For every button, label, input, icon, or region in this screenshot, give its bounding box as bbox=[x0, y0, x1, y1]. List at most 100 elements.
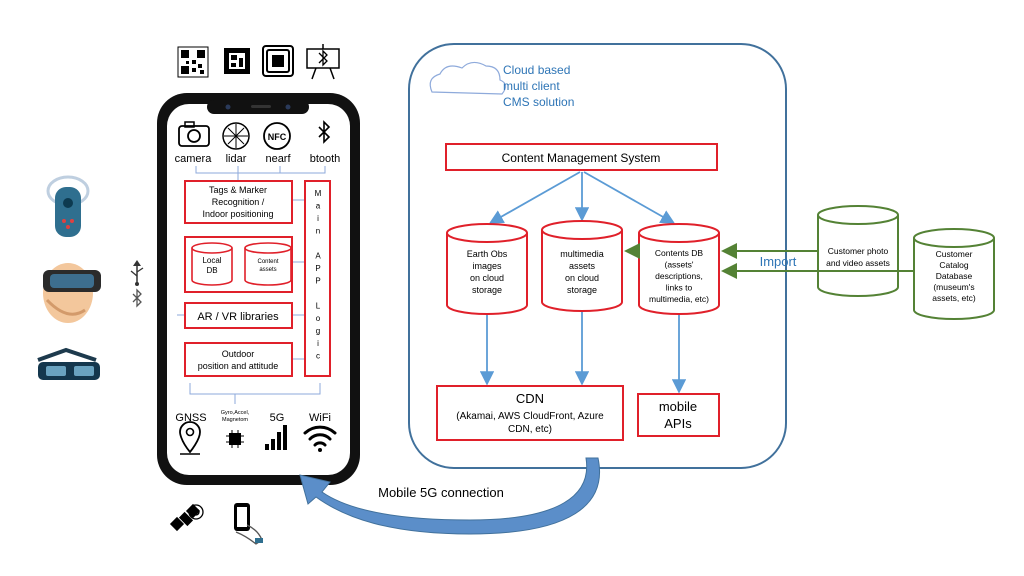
cms-arrows bbox=[479, 171, 687, 394]
mobile-apis-line: mobile bbox=[659, 399, 697, 414]
connectivity-labels: GNSS 5G WiFi bbox=[175, 412, 331, 424]
main-app-logic-letter: A bbox=[315, 252, 321, 261]
sensor-labels: camera lidar nearf btooth bbox=[175, 153, 341, 165]
tags-recognition-box bbox=[184, 180, 293, 224]
main-app-logic-letter: n bbox=[316, 227, 320, 236]
content-assets-cylinder bbox=[244, 242, 292, 286]
main-app-logic-letter: P bbox=[315, 264, 320, 273]
main-app-logic-letter: g bbox=[316, 327, 320, 336]
mobile-5g-label: Mobile 5G connection bbox=[378, 485, 504, 500]
contents-db-line: Contents DB bbox=[655, 248, 704, 258]
customer-photo-label: Customer photo and video assets bbox=[826, 246, 890, 268]
ar-vr-box bbox=[184, 302, 293, 329]
cloud-title-line: Cloud based bbox=[503, 63, 570, 77]
earth-obs-line: storage bbox=[472, 285, 502, 295]
tags-line: Indoor positioning bbox=[202, 209, 273, 219]
contents-db-label: Contents DB(assets'descriptions,links to… bbox=[649, 248, 709, 304]
contents-db-line: (assets' bbox=[664, 260, 693, 270]
usb-icon bbox=[130, 260, 144, 286]
contents-db-line: multimedia, etc) bbox=[649, 294, 709, 304]
main-app-logic-letter: c bbox=[316, 352, 320, 361]
import-arrows bbox=[721, 243, 914, 279]
smart-glasses-icon bbox=[37, 347, 100, 380]
gnss-pin-icon bbox=[179, 421, 201, 455]
multimedia-storage bbox=[541, 220, 623, 312]
hand-holding-phone-icon bbox=[234, 503, 263, 545]
outdoor-line: Outdoor bbox=[222, 349, 255, 359]
connectivity-label: WiFi bbox=[309, 412, 331, 424]
customer-catalog-line: (museum's bbox=[933, 282, 974, 292]
bluetooth-small-icon bbox=[132, 288, 142, 308]
connectivity-label: GNSS bbox=[175, 412, 206, 424]
imu-label: Gyro,Accel,Magnetom bbox=[221, 410, 250, 423]
vr-headset-user-icon bbox=[43, 263, 101, 323]
contents-db-line: links to bbox=[666, 283, 693, 293]
wifi-icon bbox=[303, 425, 337, 452]
assets-line: Content bbox=[257, 259, 278, 265]
outdoor-line: position and attitude bbox=[198, 361, 279, 371]
earth-obs-line: images bbox=[472, 261, 502, 271]
bluetooth-beacon-icon bbox=[306, 44, 340, 80]
qr-code-icon bbox=[177, 46, 209, 78]
earth-obs-label: Earth Obs images on cloud storage bbox=[467, 249, 508, 295]
import-label: Import bbox=[760, 254, 797, 269]
multimedia-line: assets bbox=[569, 261, 596, 271]
cdn-detail-line: (Akamai, AWS CloudFront, Azure bbox=[456, 411, 604, 422]
outdoor-position-box bbox=[184, 342, 293, 377]
assets-line: assets bbox=[259, 267, 276, 273]
fiducial-marker-icon bbox=[224, 48, 250, 74]
earth-obs-line: Earth Obs bbox=[467, 249, 508, 259]
main-app-logic-letter: i bbox=[317, 339, 319, 348]
cdn-detail-line: CDN, etc) bbox=[508, 424, 552, 435]
customer-photo-line: Customer photo bbox=[828, 246, 889, 256]
main-app-logic-letter: o bbox=[316, 314, 321, 323]
contents-db bbox=[638, 223, 720, 315]
main-app-logic-box bbox=[304, 180, 331, 377]
cdn-title: CDN bbox=[516, 391, 544, 406]
customer-catalog-line: Database bbox=[936, 271, 973, 281]
local-db-line: DB bbox=[206, 266, 217, 275]
tags-line: Tags & Marker bbox=[209, 185, 267, 195]
cloud-title-line: multi client bbox=[503, 79, 560, 93]
mobile-5g-connection-arrow bbox=[299, 457, 600, 535]
satellite-icon bbox=[169, 503, 204, 532]
customer-catalog-db bbox=[913, 228, 995, 320]
main-app-logic-letter: M bbox=[315, 189, 322, 198]
nfc-badge-text: NFC bbox=[268, 132, 287, 142]
cdn-box bbox=[436, 385, 624, 441]
cloud-title-line: CMS solution bbox=[503, 95, 574, 109]
sensor-label: nearf bbox=[265, 153, 291, 165]
main-app-logic-letter: i bbox=[317, 214, 319, 223]
customer-catalog-line: assets, etc) bbox=[932, 293, 976, 303]
5g-signal-icon bbox=[265, 425, 287, 450]
cloud-icon bbox=[429, 61, 507, 95]
ar-vr-label: AR / VR libraries bbox=[197, 311, 279, 323]
customer-catalog-line: Customer bbox=[936, 249, 973, 259]
cms-box bbox=[445, 143, 718, 171]
customer-photo-db bbox=[817, 205, 899, 297]
rfid-tag-icon bbox=[262, 45, 294, 77]
multimedia-line: storage bbox=[567, 285, 597, 295]
bluetooth-icon bbox=[318, 120, 331, 144]
imu-chip-icon bbox=[226, 430, 244, 448]
imu-line: Gyro,Accel, bbox=[221, 410, 250, 416]
connectivity-label: 5G bbox=[270, 412, 285, 424]
mobile-apis-box bbox=[637, 393, 720, 437]
vr-controller-icon bbox=[46, 175, 90, 237]
content-assets-label: Content assets bbox=[257, 259, 278, 273]
sensor-label: btooth bbox=[310, 153, 341, 165]
sensor-label: lidar bbox=[226, 153, 247, 165]
customer-photo-line: and video assets bbox=[826, 258, 890, 268]
sensor-label: camera bbox=[175, 153, 213, 165]
lidar-icon bbox=[222, 122, 250, 150]
customer-catalog-line: Catalog bbox=[939, 260, 969, 270]
earth-obs-line: on cloud bbox=[470, 273, 504, 283]
local-db-cylinder bbox=[191, 242, 233, 286]
multimedia-line: multimedia bbox=[560, 249, 604, 259]
